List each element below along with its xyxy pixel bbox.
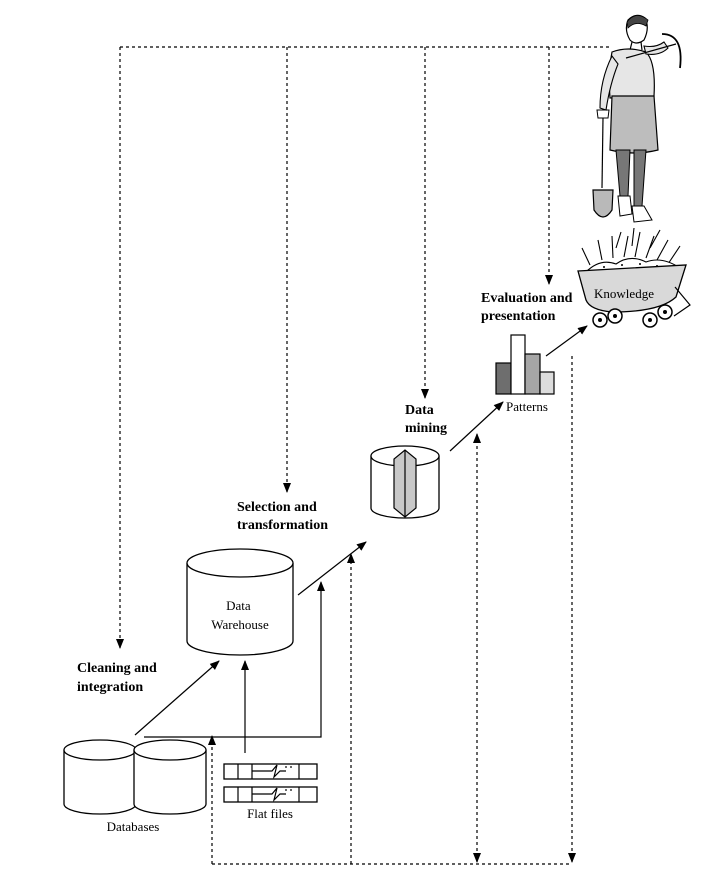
step-mining-line2: mining: [405, 421, 447, 436]
database-cylinder-right: [133, 739, 207, 815]
step-cleaning-line2: integration: [77, 680, 143, 695]
miner-figure-icon: [592, 14, 682, 223]
data-warehouse-icon: [186, 548, 294, 656]
step-data-mining: Data mining: [405, 403, 447, 436]
database-cylinder-left: [63, 739, 137, 815]
databases-label: Databases: [107, 819, 160, 834]
flat-files-label: Flat files: [247, 806, 293, 821]
process-arrows: [134, 325, 588, 753]
step-evaluation-presentation: Evaluation and presentation: [481, 291, 576, 324]
patterns-label: Patterns: [506, 399, 548, 414]
cart-wheels: [592, 304, 673, 328]
data-warehouse-label: Data Warehouse: [211, 598, 269, 632]
step-selection-line1: Selection and: [237, 500, 317, 515]
step-mining-line1: Data: [405, 403, 434, 418]
knowledge-label: Knowledge: [594, 286, 654, 301]
flat-file-2: [223, 786, 318, 803]
mining-data-icon: [370, 445, 440, 519]
step-selection-line2: transformation: [237, 518, 328, 533]
step-evaluation-line1: Evaluation and: [481, 291, 573, 306]
knowledge-cart-icon: [577, 227, 691, 328]
step-selection-transformation: Selection and transformation: [237, 500, 328, 533]
flat-file-1: [223, 763, 318, 780]
data-warehouse-label-line1: Data: [226, 598, 251, 613]
step-evaluation-line2: presentation: [481, 309, 556, 324]
feedback-lines: [116, 46, 610, 865]
step-cleaning-integration: Cleaning and integration: [77, 661, 160, 695]
step-cleaning-line1: Cleaning and: [77, 661, 157, 676]
patterns-chart-icon: [495, 334, 555, 395]
databases-icon: [63, 739, 207, 815]
data-warehouse-label-line2: Warehouse: [211, 617, 269, 632]
flat-files-icon: [223, 763, 318, 803]
